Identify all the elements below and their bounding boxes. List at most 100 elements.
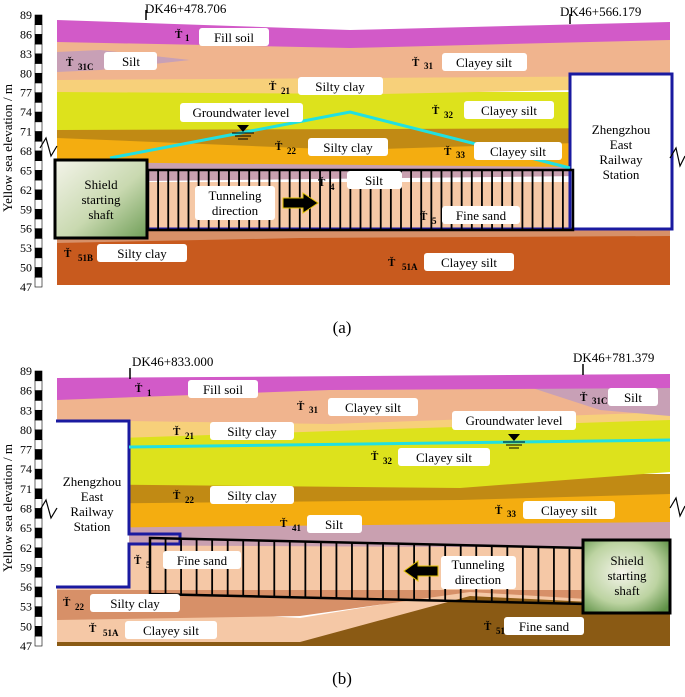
- chainage-right-b: DK46+781.379: [573, 350, 654, 365]
- label-silt-31c-b: Silt: [624, 390, 642, 405]
- code-22: 22: [287, 146, 297, 156]
- axis-scale-segment: [34, 606, 43, 617]
- label-box-silty-22b: [90, 594, 180, 612]
- chainage-left-a: DK46+478.706: [145, 1, 227, 16]
- label-clayey-32-b: Clayey silt: [416, 450, 472, 465]
- axis-scale-segment: [34, 24, 43, 35]
- label-box-groundwater-b: [452, 411, 576, 430]
- svg-text:Ť: Ť: [135, 383, 143, 395]
- code-51b: 51B: [78, 253, 93, 263]
- svg-text:Ť: Ť: [297, 401, 305, 413]
- label-silt-4: Silt: [365, 173, 383, 188]
- svg-text:Ť: Ť: [134, 555, 142, 567]
- code-31: 31: [424, 61, 434, 71]
- axis-scale-segment: [34, 508, 43, 519]
- y-tick-label: 59: [20, 202, 32, 216]
- svg-text:Ť: Ť: [318, 177, 326, 189]
- shaft-text-1: Shield: [84, 177, 118, 192]
- label-silt-31c: Silt: [122, 54, 140, 69]
- label-box-silty-51b: [97, 244, 187, 262]
- axis-scale-segment: [34, 390, 43, 401]
- label-box-clayey-32: [464, 101, 554, 119]
- svg-text:Ť: Ť: [580, 392, 588, 404]
- axis-scale-segment: [34, 409, 43, 421]
- break-right-b: [669, 496, 685, 518]
- axis-scale-segment: [34, 468, 43, 480]
- station-text-3: Railway: [599, 152, 643, 167]
- svg-text:Ť: Ť: [175, 29, 183, 41]
- axis-scale-segment: [34, 160, 43, 171]
- shield-shaft-box: [53, 158, 149, 240]
- axis-scale-segment: [34, 626, 43, 637]
- label-clayey-33-b: Clayey silt: [541, 503, 597, 518]
- svg-text:Ť: Ť: [64, 248, 72, 260]
- code-b-22b: 22: [75, 602, 85, 612]
- code-b-51: 51: [496, 626, 506, 636]
- axis-scale-segment: [34, 557, 43, 568]
- label-box-fine-5: [442, 206, 520, 224]
- station-b-text-1: Zhengzhou: [63, 474, 122, 489]
- axis-scale-segment: [34, 92, 43, 103]
- axis-scale-segment: [34, 34, 43, 45]
- label-silt-41-b: Silt: [325, 517, 343, 532]
- label-box-clayey-31-b: [328, 398, 418, 416]
- axis-scale-segment: [34, 527, 43, 539]
- label-box-fine-5-b: [163, 551, 241, 569]
- svg-text:Ť: Ť: [432, 105, 440, 117]
- code-1: 1: [185, 33, 190, 43]
- axis-scale-segment: [34, 257, 43, 268]
- y-tick-label: 77: [20, 86, 32, 100]
- axis-scale-segment: [34, 586, 43, 598]
- svg-text:Ť: Ť: [420, 211, 428, 223]
- panel-a: Fill soil Silt Clayey silt Silty clay Gr…: [0, 1, 685, 337]
- station-b-text-4: Station: [74, 519, 111, 534]
- chainage-right-a: DK46+566.179: [560, 4, 641, 19]
- station-box-b: [56, 421, 129, 587]
- label-box-tunnel-dir-b: [441, 556, 516, 589]
- label-box-silt-31c: [104, 52, 157, 70]
- axis-scale-segment: [34, 449, 43, 460]
- layer-clayey-silt-51a: [57, 232, 670, 285]
- axis-scale-segment: [34, 43, 43, 55]
- code-b-51a: 51A: [103, 628, 119, 638]
- axis-scale-segment: [34, 518, 43, 529]
- label-tunnel-dir-b-1: Tunneling: [452, 557, 505, 572]
- label-clayey-31: Clayey silt: [456, 55, 512, 70]
- station-text-4: Station: [603, 167, 640, 182]
- axis-scale-segment: [34, 478, 43, 490]
- caption-a: (a): [333, 318, 352, 337]
- code-b-5: 5: [146, 560, 151, 570]
- axis-scale-segment: [34, 576, 43, 588]
- groundwater-symbol: [232, 125, 254, 140]
- axis-scale-segment: [34, 238, 43, 249]
- label-box-fine-51-b: [504, 617, 584, 635]
- label-silty-21: Silty clay: [315, 79, 365, 94]
- break-left-b: [39, 498, 58, 520]
- svg-text:Ť: Ť: [388, 257, 396, 269]
- label-box-silt-31c-b: [608, 388, 658, 406]
- code-51a: 51A: [402, 262, 418, 272]
- axis-scale-segment: [34, 635, 43, 647]
- y-tick-label: 53: [20, 600, 32, 614]
- caption-b: (b): [332, 669, 352, 688]
- label-box-clayey-31: [442, 53, 527, 71]
- y-tick-label: 62: [20, 183, 32, 197]
- axis-scale-segment: [34, 567, 43, 578]
- svg-text:Ť: Ť: [495, 505, 503, 517]
- groundwater-symbol-b: [503, 434, 525, 449]
- y-tick-label: 74: [20, 105, 32, 119]
- axis-scale-segment: [34, 439, 43, 450]
- y-tick-label: 50: [20, 619, 32, 633]
- code-33: 33: [456, 150, 466, 160]
- svg-text:Ť: Ť: [89, 623, 97, 635]
- shaft-text-3: shaft: [88, 207, 114, 222]
- code-b-22: 22: [185, 495, 195, 505]
- axis-scale-segment: [34, 537, 43, 549]
- axis-scale-segment: [34, 179, 43, 191]
- svg-text:Ť: Ť: [269, 81, 277, 93]
- label-box-silty-21: [298, 77, 383, 95]
- axis-scale-segment: [34, 131, 43, 142]
- code-b-31c: 31C: [592, 396, 608, 406]
